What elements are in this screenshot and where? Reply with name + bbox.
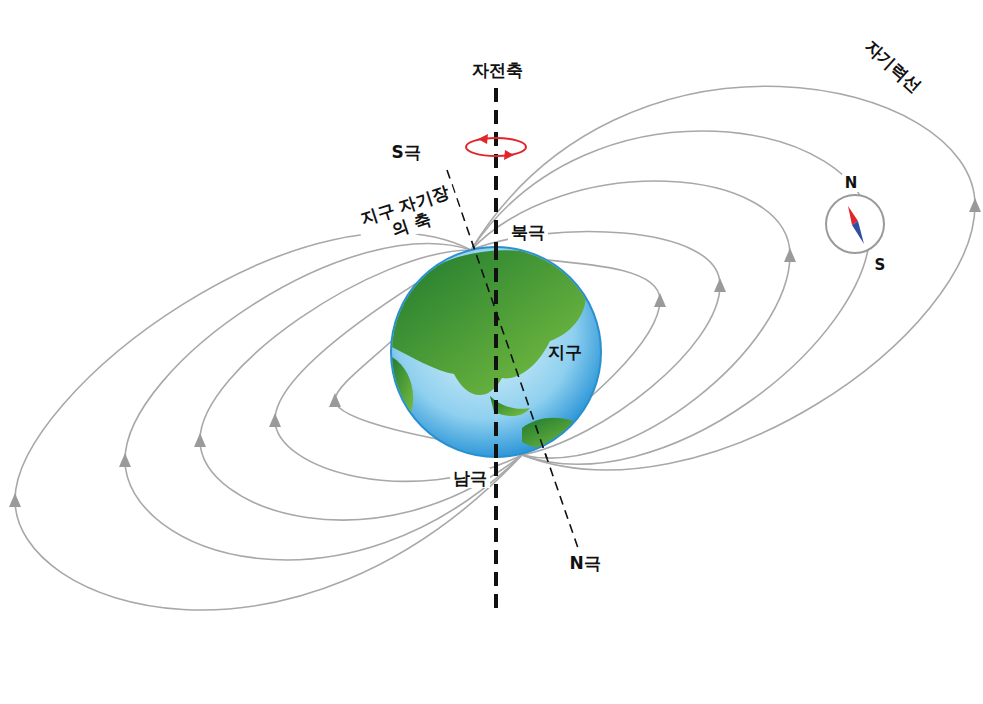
field-line-label: 자기력선 bbox=[859, 34, 928, 99]
field-arrow bbox=[119, 453, 131, 467]
axis-label: 자전축 bbox=[469, 60, 526, 80]
field-arrow bbox=[784, 248, 796, 262]
field-arrow bbox=[269, 413, 281, 427]
earth-label: 지구 bbox=[548, 341, 582, 364]
field-arrow bbox=[969, 198, 981, 212]
pole-label: 남극 bbox=[450, 468, 490, 488]
compass-label: N bbox=[842, 174, 861, 192]
pole-label: 북극 bbox=[508, 222, 548, 242]
earth-globe: 지구 bbox=[390, 246, 602, 458]
rotation-arrow bbox=[466, 134, 526, 160]
field-arrow bbox=[714, 278, 726, 292]
compass-label: S bbox=[872, 256, 889, 274]
pole-label: N극 bbox=[566, 553, 603, 573]
field-arrow bbox=[194, 433, 206, 447]
pole-label: S극 bbox=[388, 142, 423, 162]
field-arrow bbox=[654, 293, 666, 307]
compass bbox=[826, 195, 884, 253]
field-arrow bbox=[329, 393, 341, 407]
field-arrow bbox=[9, 493, 21, 507]
